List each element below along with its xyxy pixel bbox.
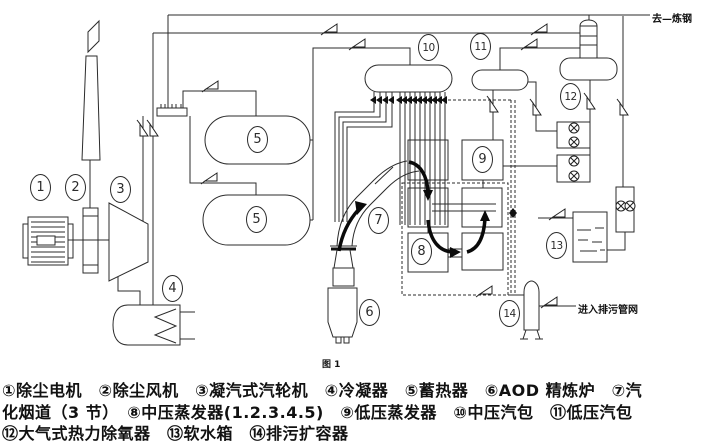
lp-steam-drum [471,69,529,91]
callout-11: 11 [470,33,491,60]
legend-line-1: ①除尘电机 ②除尘风机 ③凝汽式汽轮机 ④冷凝器 ⑤蓄热器 ⑥AOD 精炼炉 ⑦… [2,381,643,400]
tube-flow-marks [370,96,447,104]
callout-13: 13 [546,232,567,259]
legend-line-3: ⑫大气式热力除氧器 ⑬软水箱 ⑭排污扩容器 [2,424,349,443]
label-to-steelmaking: 去—炼钢 [652,14,692,25]
steam-header [156,104,188,117]
steam-turbine [108,202,149,282]
valve-bowtie-3 [568,155,580,167]
dust-stack [81,19,101,161]
valve-group [556,121,591,183]
dust-fan [82,207,99,274]
condenser [112,304,181,346]
valve-bowtie-2 [568,136,580,148]
callout-10: 10 [418,34,439,61]
callout-3: 3 [110,176,131,203]
figure-caption: 图 1 [322,360,341,370]
mp-steam-drum [364,64,453,93]
label-to-blowdown-network: 进入排污管网 [578,305,638,316]
lp-evaporator [461,139,504,181]
blowdown-lines [401,99,516,296]
mp-evaporator-sections [407,139,504,273]
deaerator [559,19,618,81]
condenser-coil [153,308,178,344]
stack-flag [87,19,100,54]
blowdown-flash-tank [520,280,543,340]
gas-flow-arrowheads [355,190,490,258]
valve-bowtie-4 [568,170,580,182]
feed-pump-2 [624,200,636,212]
legend-line-2: 化烟道（3 节） ⑧中压蒸发器(1.2.3.4.5) ⑨低压蒸发器 ⑩中压汽包 … [2,402,633,422]
gasification-duct [330,160,420,247]
water-level-marks [577,227,605,252]
callout-7: 7 [368,207,389,234]
callout-2: 2 [65,174,86,201]
drum-tube-bundle [334,92,446,225]
callout-9: 9 [472,146,493,173]
aod-furnace [327,249,358,344]
callout-1: 1 [30,174,51,201]
duct-break-mark [374,166,394,185]
softwater-tank [572,211,608,263]
callout-5b: 5 [246,206,267,233]
callout-5a: 5 [247,126,268,153]
legend: ①除尘电机 ②除尘风机 ③凝汽式汽轮机 ④冷凝器 ⑤蓄热器 ⑥AOD 精炼炉 ⑦… [2,380,701,445]
heat-accumulator-2 [202,194,311,246]
evaporator-enclosure [401,182,509,296]
callout-6: 6 [359,299,380,326]
callout-14: 14 [499,300,520,327]
dust-motor [22,216,74,266]
blowdown-valve-mark [509,208,517,218]
pipes [68,14,650,340]
callout-12: 12 [560,83,581,110]
heat-accumulator-1 [204,115,311,165]
valve-bowtie-1 [568,122,580,134]
callout-4: 4 [162,275,183,302]
callout-8: 8 [411,238,432,265]
